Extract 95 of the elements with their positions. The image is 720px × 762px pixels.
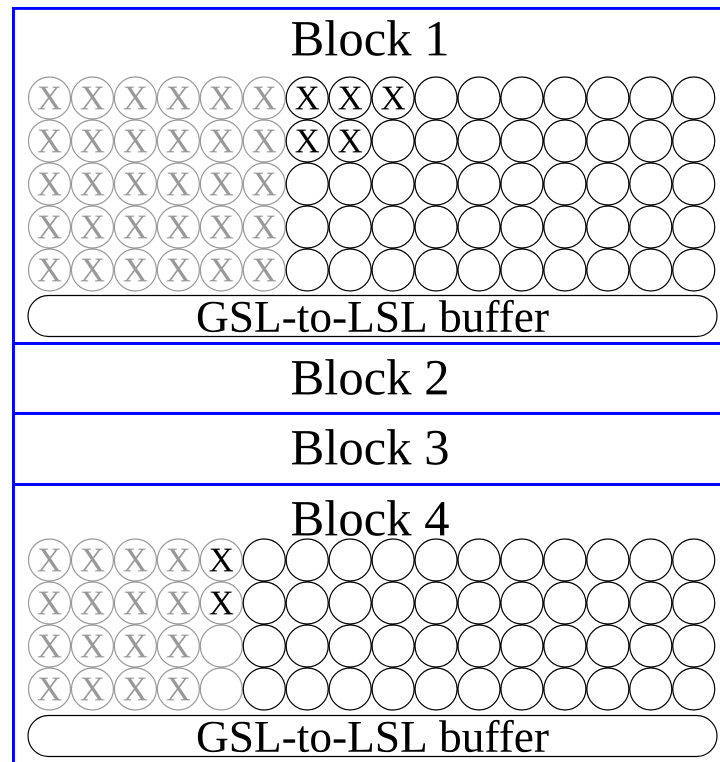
slot-circle (414, 119, 458, 163)
slot-circle (543, 248, 586, 292)
slot-circle (543, 76, 586, 120)
slot-circle (242, 581, 286, 625)
block-panel: Block 3 (12, 412, 720, 486)
slot-circle (543, 581, 586, 625)
slot-circle (414, 624, 458, 668)
slot-circle (500, 248, 544, 292)
slot-circle (543, 667, 586, 711)
slot-circle (672, 162, 716, 206)
slot-circle (286, 205, 329, 249)
slot-circle (457, 581, 501, 625)
slot-circle (457, 538, 501, 582)
slot-circle (286, 538, 329, 582)
slot-circle (586, 667, 630, 711)
slot-circle (372, 624, 415, 668)
slot-circle (457, 205, 501, 249)
slot-circle (629, 162, 672, 206)
slot-circle (672, 581, 716, 625)
slot-circle (328, 581, 372, 625)
buffer-box: GSL-to-LSL buffer (27, 294, 718, 338)
slot-circle (500, 162, 544, 206)
slot-circle (672, 76, 716, 120)
slot-circle (414, 538, 458, 582)
buffer-box: GSL-to-LSL buffer (27, 714, 718, 758)
slot-circle (543, 162, 586, 206)
slot-circle (500, 624, 544, 668)
slot-circle (586, 162, 630, 206)
slot-circle (500, 538, 544, 582)
slot-circle (543, 205, 586, 249)
slot-circle (672, 624, 716, 668)
slot-circle (242, 624, 286, 668)
slot-circle (500, 119, 544, 163)
slot-circle (457, 624, 501, 668)
slot-circle (629, 624, 672, 668)
slot-circle (372, 667, 415, 711)
slot-circle (500, 667, 544, 711)
slot-circle (372, 205, 415, 249)
slot-circle (629, 76, 672, 120)
slot-circle (586, 76, 630, 120)
slot-circle (586, 538, 630, 582)
slot-circle (414, 205, 458, 249)
slot-circle (457, 119, 501, 163)
slot-circle (672, 248, 716, 292)
slot-circle (543, 538, 586, 582)
slot-circle (543, 119, 586, 163)
slot-circle (457, 162, 501, 206)
slot-circle (286, 667, 329, 711)
slot-circle (629, 248, 672, 292)
slot-circle (200, 624, 243, 668)
slot-circle (414, 162, 458, 206)
slot-circle (328, 162, 372, 206)
slot-circle (328, 624, 372, 668)
slot-circle (372, 162, 415, 206)
slot-circle (629, 205, 672, 249)
slot-circle (372, 248, 415, 292)
slot-circle (672, 119, 716, 163)
slot-circle (672, 667, 716, 711)
slot-circle (586, 248, 630, 292)
slot-circle (372, 119, 415, 163)
slot-circle (586, 624, 630, 668)
slot-circle (286, 624, 329, 668)
slot-circle (414, 76, 458, 120)
slot-circle (414, 248, 458, 292)
slot-circle (586, 119, 630, 163)
slot-circle (372, 581, 415, 625)
slot-circle (457, 667, 501, 711)
slot-circle (328, 538, 372, 582)
slot-circle (629, 667, 672, 711)
slot-circle (672, 205, 716, 249)
slot-circle (457, 76, 501, 120)
slot-circle (372, 538, 415, 582)
slot-circle (672, 538, 716, 582)
slot-circle (414, 667, 458, 711)
slot-circle (629, 581, 672, 625)
slot-circle (328, 248, 372, 292)
slot-circle (457, 248, 501, 292)
slot-circle (286, 248, 329, 292)
slot-circle (500, 581, 544, 625)
slot-circle (586, 205, 630, 249)
slot-circle (500, 205, 544, 249)
slot-circle (414, 581, 458, 625)
slot-circle (286, 581, 329, 625)
slot-circle (242, 538, 286, 582)
slot-circle (242, 667, 286, 711)
slot-circle (629, 538, 672, 582)
slot-circle (543, 624, 586, 668)
slot-circle (586, 581, 630, 625)
slot-circle (629, 119, 672, 163)
block-panel: Block 2 (12, 342, 720, 415)
slot-circle (328, 667, 372, 711)
slot-circle (500, 76, 544, 120)
slot-circle (328, 205, 372, 249)
slot-circle (286, 162, 329, 206)
slot-circle (200, 667, 243, 711)
